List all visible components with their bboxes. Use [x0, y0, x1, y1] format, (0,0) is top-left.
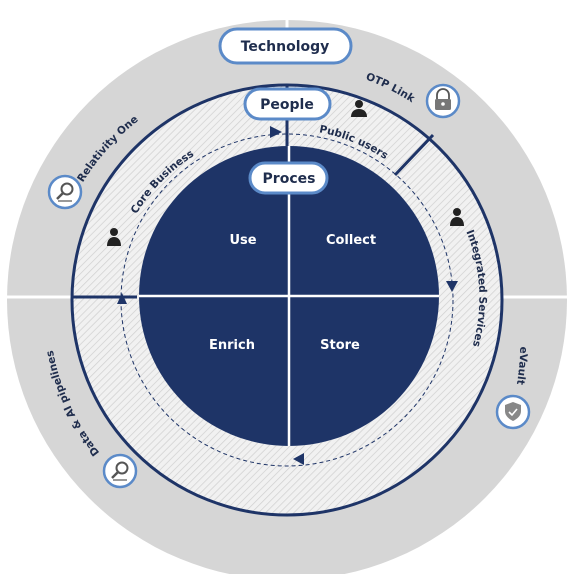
lock-icon	[425, 83, 461, 119]
technology-pill: Technology	[218, 27, 353, 65]
technology-label: Technology	[241, 39, 330, 55]
cycle-arrow	[446, 281, 458, 292]
quadrant-use: Use	[229, 233, 256, 248]
quadrant-collect: Collect	[326, 233, 376, 248]
people-divider	[393, 133, 435, 177]
magnifier-icon	[47, 174, 83, 210]
process-label: Proces	[263, 171, 316, 187]
quadrant-store: Store	[320, 338, 360, 353]
evault-text: eVault	[514, 346, 529, 385]
evault-label: eVault	[514, 346, 529, 385]
process-pill: Proces	[248, 161, 329, 195]
cycle-arrow	[117, 293, 127, 304]
people-pill: People	[243, 87, 332, 121]
person-icon	[351, 100, 367, 117]
shield-icon	[495, 394, 531, 430]
people-label: People	[260, 97, 314, 113]
person-icon	[107, 228, 121, 246]
quadrant-enrich: Enrich	[209, 338, 255, 353]
person-icon	[450, 208, 464, 226]
cycle-arrow	[293, 453, 304, 465]
magnifier-icon	[102, 453, 138, 489]
cycle-arrow	[270, 126, 282, 138]
